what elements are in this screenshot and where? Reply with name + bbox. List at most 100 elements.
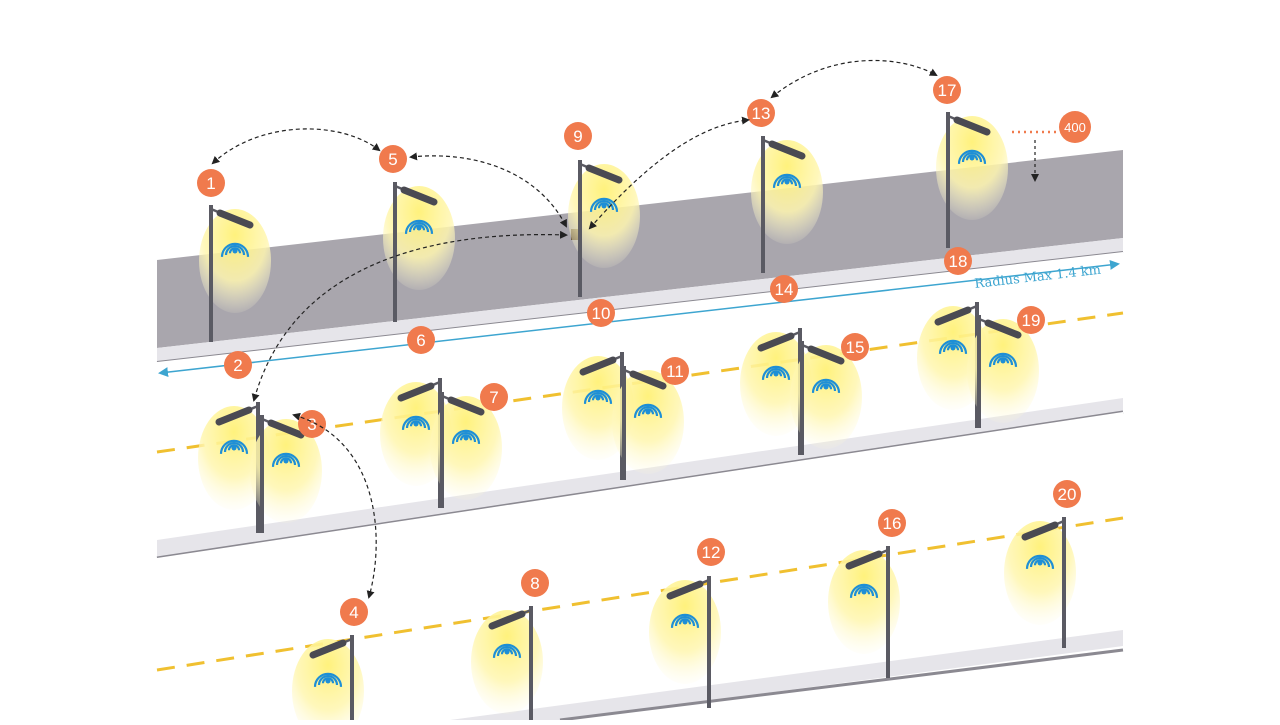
light-number-label: 13 (752, 104, 771, 123)
light-number-badge (1017, 306, 1045, 334)
light-number-badge (933, 76, 961, 104)
wifi-signal-icon (761, 365, 791, 380)
light-number-label: 11 (666, 362, 684, 381)
wifi-signal-icon (938, 339, 968, 354)
link-arrow-9-2 (251, 230, 568, 402)
lamp-head (666, 580, 704, 600)
wifi-signal-icon (811, 378, 841, 393)
light-number-label: 8 (530, 574, 539, 593)
wifi-signal-icon (849, 583, 879, 598)
light-number-badge (587, 299, 615, 327)
wifi-signal-icon (451, 429, 481, 444)
light-number-label: 16 (883, 514, 902, 533)
lamp-head (447, 396, 485, 416)
light-number-label: 9 (573, 127, 582, 146)
light-number-label: 2 (233, 356, 242, 375)
street-light-19: 19 (967, 306, 1045, 428)
light-number-label: 19 (1022, 311, 1041, 330)
light-number-label: 5 (388, 150, 397, 169)
link-arrow-13-17 (770, 59, 938, 99)
light-number-label: 3 (307, 415, 316, 434)
light-number-badge (770, 275, 798, 303)
light-number-label: 20 (1058, 485, 1077, 504)
light-number-badge (697, 538, 725, 566)
light-number-label: 4 (349, 603, 358, 622)
street-light-16: 16 (828, 509, 906, 678)
far-node-indicator: 400 (1012, 111, 1091, 182)
light-number-badge (841, 333, 869, 361)
link-arrow-1-5 (211, 128, 381, 165)
light-number-label: 6 (416, 331, 425, 350)
communication-links (211, 59, 938, 599)
far-node-label: 400 (1064, 120, 1086, 135)
lamp-head (934, 306, 972, 326)
light-glow (612, 370, 684, 474)
lamp-head (215, 406, 253, 426)
lamp-head (629, 370, 667, 390)
wifi-signal-icon (219, 439, 249, 454)
lamp-head (757, 332, 795, 352)
light-number-badge (661, 357, 689, 385)
street-light-13: 13 (747, 99, 823, 273)
light-number-badge (521, 569, 549, 597)
light-number-label: 17 (938, 81, 957, 100)
light-number-label: 10 (592, 304, 611, 323)
lamp-head (488, 610, 526, 630)
light-number-badge (340, 598, 368, 626)
middle-road-curb (157, 398, 1123, 558)
light-number-label: 12 (702, 543, 721, 562)
link-arrow-5-9 (409, 152, 567, 228)
lamp-head (216, 209, 254, 229)
wifi-signal-icon (220, 242, 250, 257)
light-number-badge (224, 351, 252, 379)
light-glow (649, 580, 721, 684)
wifi-signal-icon (670, 613, 700, 628)
light-glow (790, 345, 862, 449)
link-arrow-3-4 (292, 412, 377, 599)
lamp-head (953, 116, 991, 136)
wifi-signal-icon (988, 352, 1018, 367)
light-number-badge (878, 509, 906, 537)
lamp-head (1021, 521, 1059, 541)
light-number-badge (197, 169, 225, 197)
wifi-signal-icon (957, 149, 987, 164)
lamp-head (807, 345, 845, 365)
link-arrow-9-13 (588, 116, 750, 230)
lamp-head (579, 356, 617, 376)
street-light-11: 11 (612, 357, 689, 480)
light-number-label: 7 (489, 388, 498, 407)
street-light-12: 12 (649, 538, 725, 708)
light-glow (828, 550, 900, 654)
street-light-17: 17 (933, 76, 1008, 248)
wifi-signal-icon (401, 415, 431, 430)
light-number-badge (944, 247, 972, 275)
wifi-signal-icon (772, 173, 802, 188)
lamp-head (845, 550, 883, 570)
wifi-signal-icon (313, 672, 343, 687)
light-number-label: 1 (206, 174, 215, 193)
lamp-head (984, 319, 1022, 339)
lamp-head (309, 639, 347, 659)
light-glow (751, 140, 823, 244)
light-number-label: 18 (949, 252, 968, 271)
far-node-badge (1059, 111, 1091, 143)
light-number-label: 15 (846, 338, 865, 357)
street-light-20: 20 (1004, 480, 1081, 648)
wifi-signal-icon (492, 643, 522, 658)
light-glow (471, 610, 543, 714)
light-number-badge (379, 145, 407, 173)
light-number-label: 14 (775, 280, 794, 299)
light-glow (967, 319, 1039, 423)
light-number-badge (747, 99, 775, 127)
light-number-badge (564, 122, 592, 150)
wifi-signal-icon (1025, 554, 1055, 569)
lower-road-edge (559, 648, 1124, 722)
street-light-4: 4 (292, 598, 368, 725)
lamp-head (768, 140, 806, 160)
light-number-badge (1053, 480, 1081, 508)
wifi-signal-icon (583, 389, 613, 404)
lower-road-curb (450, 630, 1123, 720)
